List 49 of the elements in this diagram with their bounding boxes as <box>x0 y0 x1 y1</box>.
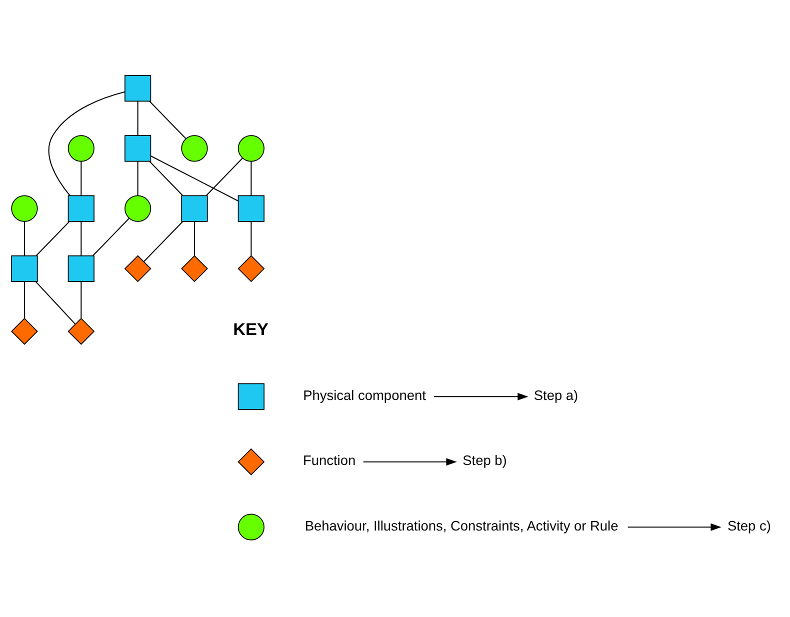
connector <box>250 160 252 196</box>
node-diamond <box>68 317 95 344</box>
connector <box>24 281 25 318</box>
node-diamond <box>181 254 208 282</box>
node-circle <box>68 134 94 162</box>
connector <box>137 100 138 135</box>
arrow <box>434 392 528 400</box>
node-circle <box>181 134 208 162</box>
node-box <box>124 74 152 102</box>
connector <box>24 221 25 256</box>
node-circle <box>238 134 264 162</box>
connector <box>36 220 70 256</box>
node-text: Step c) <box>727 518 771 533</box>
arrow <box>628 522 722 530</box>
node-diamond <box>238 448 265 475</box>
connector <box>80 160 82 196</box>
connector <box>80 281 82 318</box>
node-text: Behaviour, Illustrations, Constraints, Activity or Rule <box>304 518 618 533</box>
connector <box>35 280 76 324</box>
node-text: Function <box>302 452 356 468</box>
node-diamond <box>124 254 152 282</box>
node-text: Step b) <box>462 452 507 468</box>
node-box <box>124 134 152 162</box>
node-box <box>68 254 94 282</box>
connector <box>144 220 184 262</box>
node-circle <box>124 194 152 222</box>
connector <box>250 221 252 256</box>
connector <box>92 217 130 256</box>
connector <box>80 221 82 256</box>
connector <box>206 157 243 196</box>
node-box <box>68 194 94 222</box>
node-box <box>11 254 38 282</box>
label: KEY <box>233 318 268 338</box>
connector <box>149 100 186 138</box>
node-diamond <box>10 317 38 344</box>
node-box <box>238 382 264 410</box>
connector <box>149 160 184 196</box>
node-text: Physical component <box>303 387 426 402</box>
node-box <box>181 194 208 222</box>
node-box <box>238 194 264 222</box>
connector <box>194 221 195 256</box>
node-circle <box>11 194 38 222</box>
node-text: Step a) <box>534 387 578 402</box>
connector <box>48 90 125 196</box>
connector <box>137 160 138 196</box>
arrow <box>363 458 457 466</box>
connector <box>150 155 238 201</box>
node-circle <box>238 513 264 540</box>
node-diamond <box>238 254 265 282</box>
